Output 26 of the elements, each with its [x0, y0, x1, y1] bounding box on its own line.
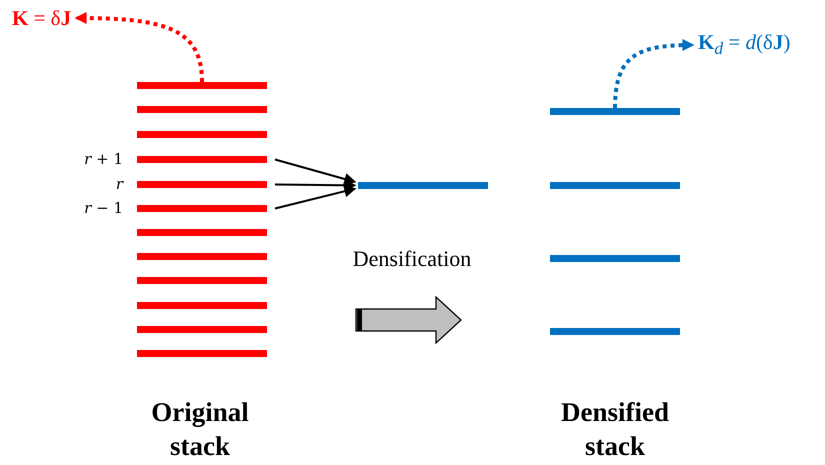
- arrow: [274, 158, 356, 185]
- layer-bar: [358, 182, 488, 189]
- layer-index-label: r − 1: [84, 198, 123, 219]
- layer-bar: [137, 302, 267, 309]
- formula-text: K$_{d}$ = d(δJ): [698, 29, 790, 62]
- formula-text: K = δJ: [12, 5, 72, 31]
- layer-bar: [137, 350, 267, 357]
- layer-index-label: r: [116, 174, 123, 195]
- layer-index-label: r + 1: [84, 149, 123, 170]
- layer-bar: [137, 326, 267, 333]
- dotted-arrow: [613, 39, 694, 108]
- layer-bar: [137, 277, 267, 284]
- layer-bar: [550, 255, 680, 262]
- layer-bar: [137, 131, 267, 138]
- layer-bar: [550, 328, 680, 335]
- process-label: Densification: [352, 245, 472, 272]
- stack-title: Original stack: [150, 396, 250, 463]
- stack-title: Densified stack: [560, 396, 670, 463]
- layer-bar: [550, 108, 680, 115]
- layer-bar: [137, 253, 267, 260]
- layer-bar: [137, 229, 267, 236]
- arrow: [274, 185, 356, 210]
- dotted-arrow: [74, 12, 204, 82]
- layer-bar: [137, 106, 267, 113]
- layer-bar: [550, 182, 680, 189]
- layer-bar: [137, 82, 267, 89]
